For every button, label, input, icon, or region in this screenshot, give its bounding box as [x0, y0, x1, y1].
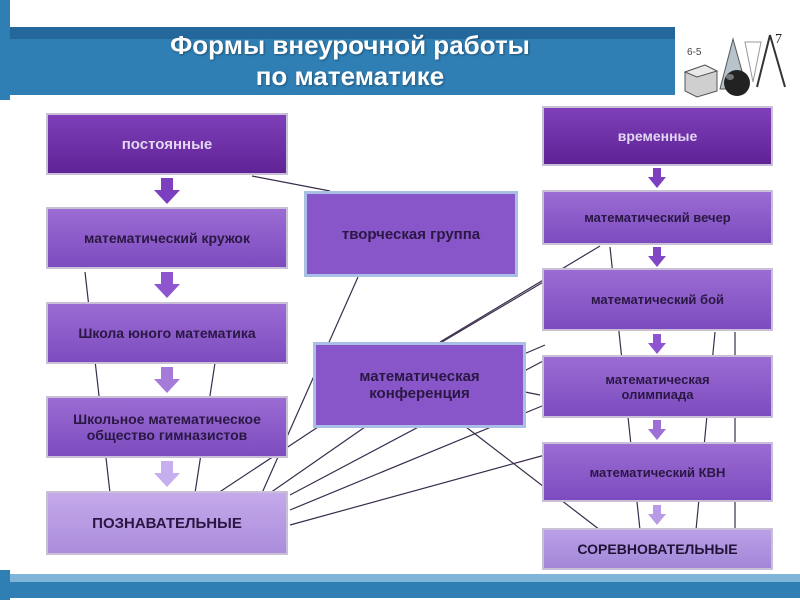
- box-young-mathematician-school-label: Школа юного математика: [78, 325, 256, 341]
- box-math-conference-line2: конференция: [369, 385, 470, 402]
- box-temporary: временные: [542, 106, 773, 166]
- arrow-down-icon: [154, 272, 180, 298]
- arrow-down-icon: [648, 247, 666, 267]
- arrow-down-icon: [154, 461, 180, 487]
- footer-band-light: [10, 574, 800, 582]
- box-math-battle-label: математический бой: [590, 292, 725, 307]
- header-band-top: [10, 27, 800, 39]
- box-school-math-society-line1: Школьное математическое: [73, 411, 261, 427]
- box-math-kvn-label: математический КВН: [589, 464, 726, 480]
- slide-title: Формы внеурочной работы по математике: [100, 30, 600, 92]
- box-math-circle: математический кружок: [46, 207, 288, 269]
- box-permanent: постоянные: [46, 113, 288, 175]
- box-math-evening-label: математический вечер: [584, 210, 731, 225]
- box-math-circle-label: математический кружок: [84, 230, 250, 246]
- arrow-down-icon: [648, 168, 666, 188]
- box-cognitive-label: ПОЗНАВАТЕЛЬНЫЕ: [92, 514, 242, 532]
- footer-band: [10, 582, 800, 598]
- box-school-math-society-line2: общество гимназистов: [86, 427, 248, 443]
- slide-title-line1: Формы внеурочной работы: [170, 30, 530, 60]
- slide-title-line2: по математике: [255, 61, 445, 91]
- slide-footer: [0, 570, 800, 600]
- arrow-down-icon: [648, 334, 666, 354]
- arrow-down-icon: [648, 505, 666, 525]
- box-math-battle: математический бой: [542, 268, 773, 331]
- box-permanent-label: постоянные: [121, 135, 213, 153]
- footer-stripe: [0, 570, 10, 600]
- math-geometry-icon: 6-5 7: [675, 27, 800, 99]
- box-young-mathematician-school: Школа юного математика: [46, 302, 288, 364]
- box-creative-group-label: творческая группа: [341, 225, 481, 243]
- box-math-olympiad-line1: математическая: [605, 371, 710, 387]
- arrow-down-icon: [154, 178, 180, 204]
- header-stripe: [0, 0, 10, 100]
- box-math-evening: математический вечер: [542, 190, 773, 245]
- box-math-olympiad-line2: олимпиада: [621, 386, 694, 402]
- box-math-conference: математическая конференция: [313, 342, 526, 428]
- box-school-math-society: Школьное математическое общество гимнази…: [46, 396, 288, 458]
- box-math-kvn: математический КВН: [542, 442, 773, 502]
- box-temporary-label: временные: [617, 128, 698, 144]
- box-creative-group: творческая группа: [304, 191, 518, 277]
- box-math-conference-line1: математическая: [359, 368, 480, 385]
- box-math-olympiad: математическая олимпиада: [542, 355, 773, 418]
- box-cognitive: ПОЗНАВАТЕЛЬНЫЕ: [46, 491, 288, 555]
- logo-text-2: 7: [775, 32, 782, 47]
- box-competitive: СОРЕВНОВАТЕЛЬНЫЕ: [542, 528, 773, 570]
- arrow-down-icon: [154, 367, 180, 393]
- box-competitive-label: СОРЕВНОВАТЕЛЬНЫЕ: [577, 541, 738, 557]
- logo-text-1: 6-5: [687, 47, 702, 58]
- arrow-down-icon: [648, 420, 666, 440]
- slide-header: Формы внеурочной работы по математике 6-…: [0, 0, 800, 100]
